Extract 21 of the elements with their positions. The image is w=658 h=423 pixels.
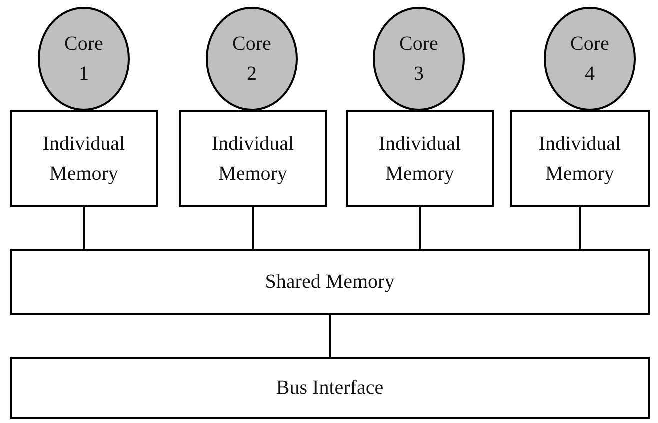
memory-box <box>346 110 494 207</box>
connector-line <box>579 207 581 249</box>
box-label: Individual Memory <box>378 132 462 186</box>
box-label: Individual Memory <box>210 132 296 186</box>
connector-line <box>83 207 85 249</box>
connector-line <box>419 207 421 249</box>
memory-box <box>179 110 327 207</box>
core-label: Core 1 <box>64 32 104 87</box>
box-label: Individual Memory <box>42 132 126 186</box>
connector-line <box>252 207 254 249</box>
box-label: Individual Memory <box>538 132 622 186</box>
connector-line <box>329 315 331 357</box>
memory-box <box>10 110 158 207</box>
box-label: Shared Memory <box>265 270 395 295</box>
layer-box <box>10 249 650 315</box>
box-label: Bus Interface <box>276 376 384 401</box>
core-label: Core 4 <box>570 32 610 87</box>
core-label: Core 3 <box>398 32 440 87</box>
core-label: Core 2 <box>232 32 272 87</box>
memory-box <box>510 110 650 207</box>
layer-box <box>10 357 650 419</box>
